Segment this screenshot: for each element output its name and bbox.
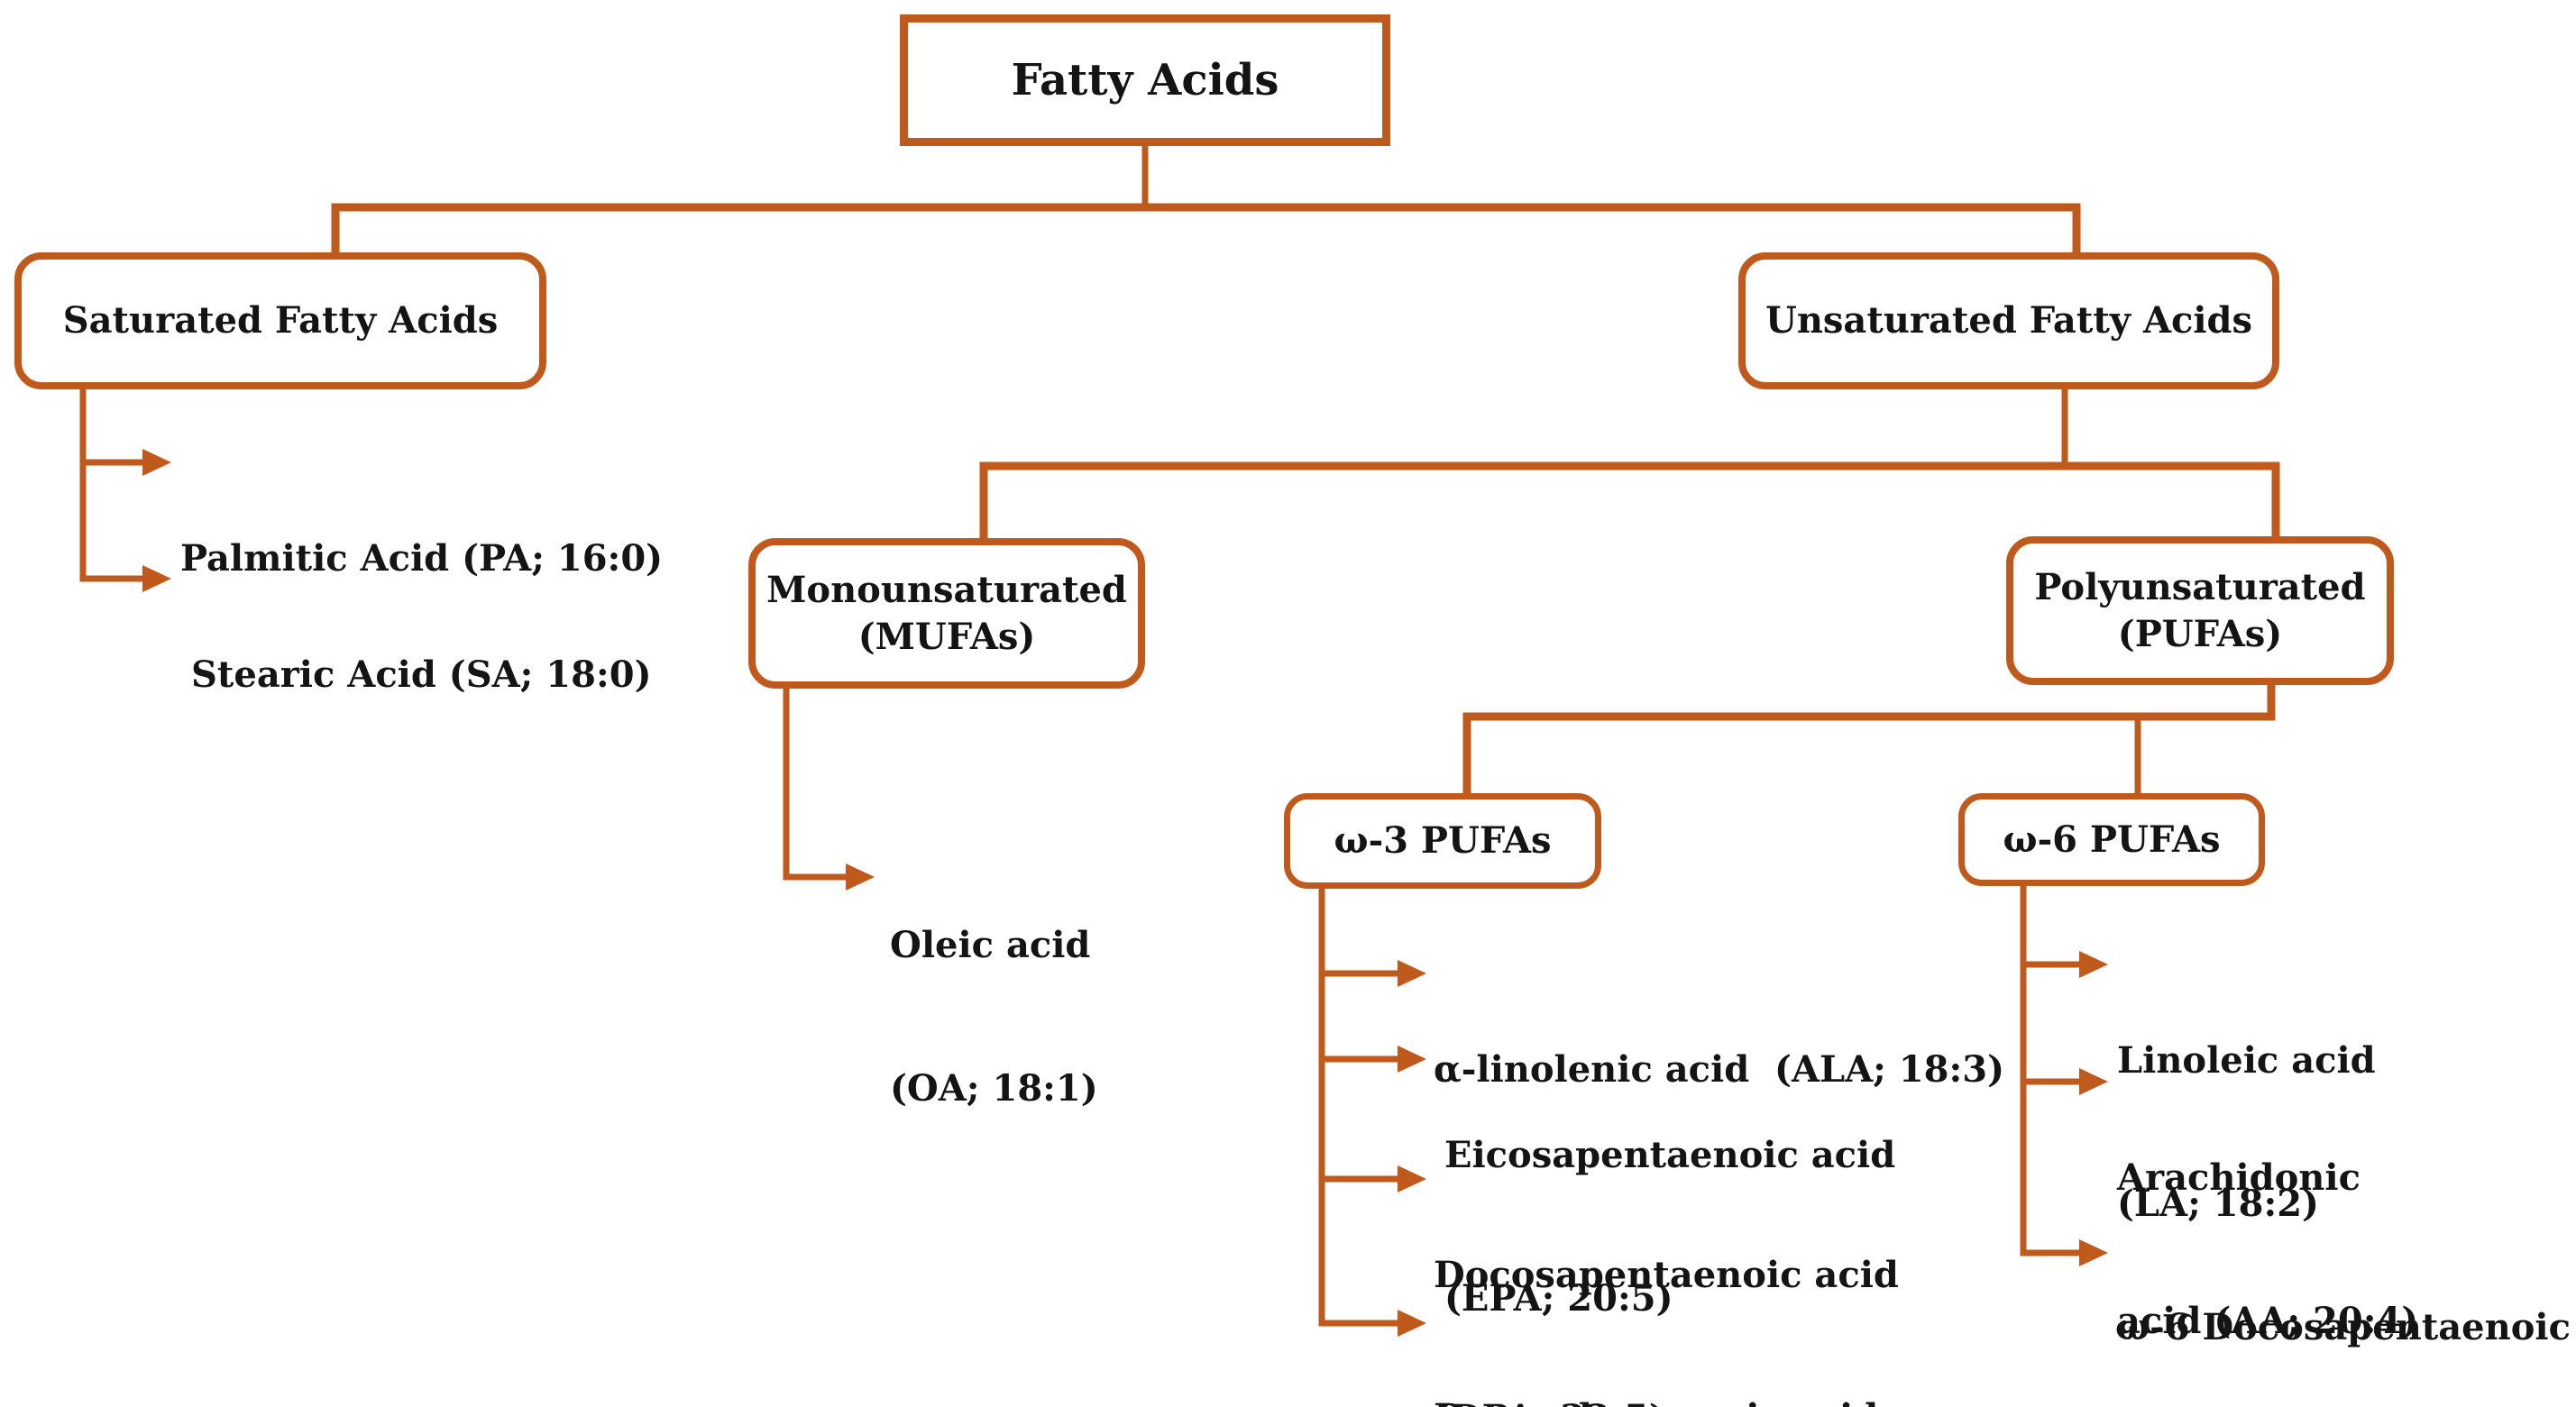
leaf-aa-line1: Arachidonic: [2117, 1156, 2361, 1199]
leaf-la-line1: Linoleic acid: [2117, 1039, 2376, 1082]
leaf-omega6-docosapentaenoic-acid: ω-6 Docosapentaenoic acid (ω-6 DPA; 22:5…: [2115, 1208, 2571, 1407]
node-mufa-label-line2: (MUFAs): [857, 615, 1036, 658]
leaf-stearic-acid: Stearic Acid (SA; 18:0): [191, 555, 652, 794]
node-fatty-acids-label: Fatty Acids: [1011, 54, 1279, 105]
leaf-epa-line2: (EPA; 20:5): [1444, 1277, 1673, 1320]
arrow-icon: [142, 565, 171, 592]
arrow-icon: [1398, 1310, 1426, 1337]
leaf-dha-line1: Docosahexaenoic acid: [1434, 1393, 1878, 1407]
node-monounsaturated-mufas: Monounsaturated (MUFAs): [748, 538, 1145, 689]
connector-omega3-children: [1318, 889, 1426, 1337]
leaf-docosapentaenoic-acid: Docosapentaenoic acid (DPA; 22:5): [1434, 1156, 1899, 1407]
connector-mufa-children: [783, 689, 875, 891]
connector-root-children: [331, 146, 2081, 254]
leaf-eicosapentaenoic-acid: Eicosapentaenoic acid (EPA; 20:5): [1444, 1036, 1895, 1407]
node-omega-3-pufas: ω-3 PUFAs: [1284, 793, 1601, 889]
arrow-icon: [2079, 951, 2108, 978]
node-pufa-label-line1: Polyunsaturated: [2034, 565, 2366, 608]
arrow-icon: [142, 449, 171, 476]
leaf-palmitic-line1: Palmitic Acid (PA; 16:0): [180, 537, 664, 580]
leaf-linoleic-acid: Linoleic acid (LA; 18:2): [2117, 941, 2376, 1323]
arrow-icon: [2079, 1239, 2108, 1266]
node-polyunsaturated-pufas: Polyunsaturated (PUFAs): [2006, 536, 2394, 685]
arrow-icon: [2079, 1068, 2108, 1095]
arrow-icon: [846, 863, 875, 891]
leaf-arachidonic-acid: Arachidonic acid (AA; 20:4): [2117, 1058, 2418, 1407]
node-unsaturated-fatty-acids: Unsaturated Fatty Acids: [1738, 252, 2279, 389]
connector-unsaturated-children: [979, 389, 2280, 538]
node-pufa-label-line2: (PUFAs): [2117, 612, 2283, 655]
node-omega6-label: ω-6 PUFAs: [2003, 818, 2221, 861]
arrow-icon: [1398, 1046, 1426, 1073]
leaf-oleic-line2: (OA; 18:1): [890, 1067, 1098, 1110]
leaf-alpha-linolenic-acid: α-linolenic acid (ALA; 18:3): [1434, 950, 2004, 1189]
leaf-oleic-acid: Oleic acid (OA; 18:1): [890, 826, 1098, 1208]
leaf-aa-line2: acid (AA; 20:4): [2117, 1300, 2419, 1342]
connector-pufa-children: [1462, 685, 2276, 793]
node-saturated-fatty-acids: Saturated Fatty Acids: [14, 252, 546, 389]
leaf-epa-line1: Eicosapentaenoic acid: [1444, 1134, 1896, 1176]
node-omega3-label: ω-3 PUFAs: [1334, 819, 1552, 862]
leaf-o6dpa-line1: ω-6 Docosapentaenoic: [2115, 1306, 2571, 1348]
arrow-icon: [1398, 960, 1426, 987]
leaf-stearic-line1: Stearic Acid (SA; 18:0): [191, 653, 652, 696]
node-saturated-label: Saturated Fatty Acids: [62, 299, 499, 342]
node-unsaturated-label: Unsaturated Fatty Acids: [1765, 299, 2253, 342]
arrow-icon: [1398, 1165, 1426, 1192]
leaf-oleic-line1: Oleic acid: [890, 924, 1091, 966]
leaf-palmitic-acid: Palmitic Acid (PA; 16:0): [180, 439, 663, 678]
node-omega-6-pufas: ω-6 PUFAs: [1958, 793, 2265, 886]
connector-saturated-children: [79, 389, 171, 592]
leaf-dpa-line1: Docosapentaenoic acid: [1434, 1254, 1899, 1296]
connector-omega6-children: [2020, 886, 2108, 1266]
leaf-la-line2: (LA; 18:2): [2117, 1183, 2319, 1225]
node-fatty-acids: Fatty Acids: [900, 14, 1390, 146]
leaf-dpa-line2: (DPA; 22:5): [1434, 1394, 1899, 1407]
leaf-docosahexaenoic-acid: Docosahexaenoic acid (DHA; 22:6): [1434, 1298, 1878, 1407]
node-mufa-label-line1: Monounsaturated: [766, 568, 1127, 611]
leaf-ala-line1: α-linolenic acid (ALA; 18:3): [1434, 1048, 2005, 1091]
